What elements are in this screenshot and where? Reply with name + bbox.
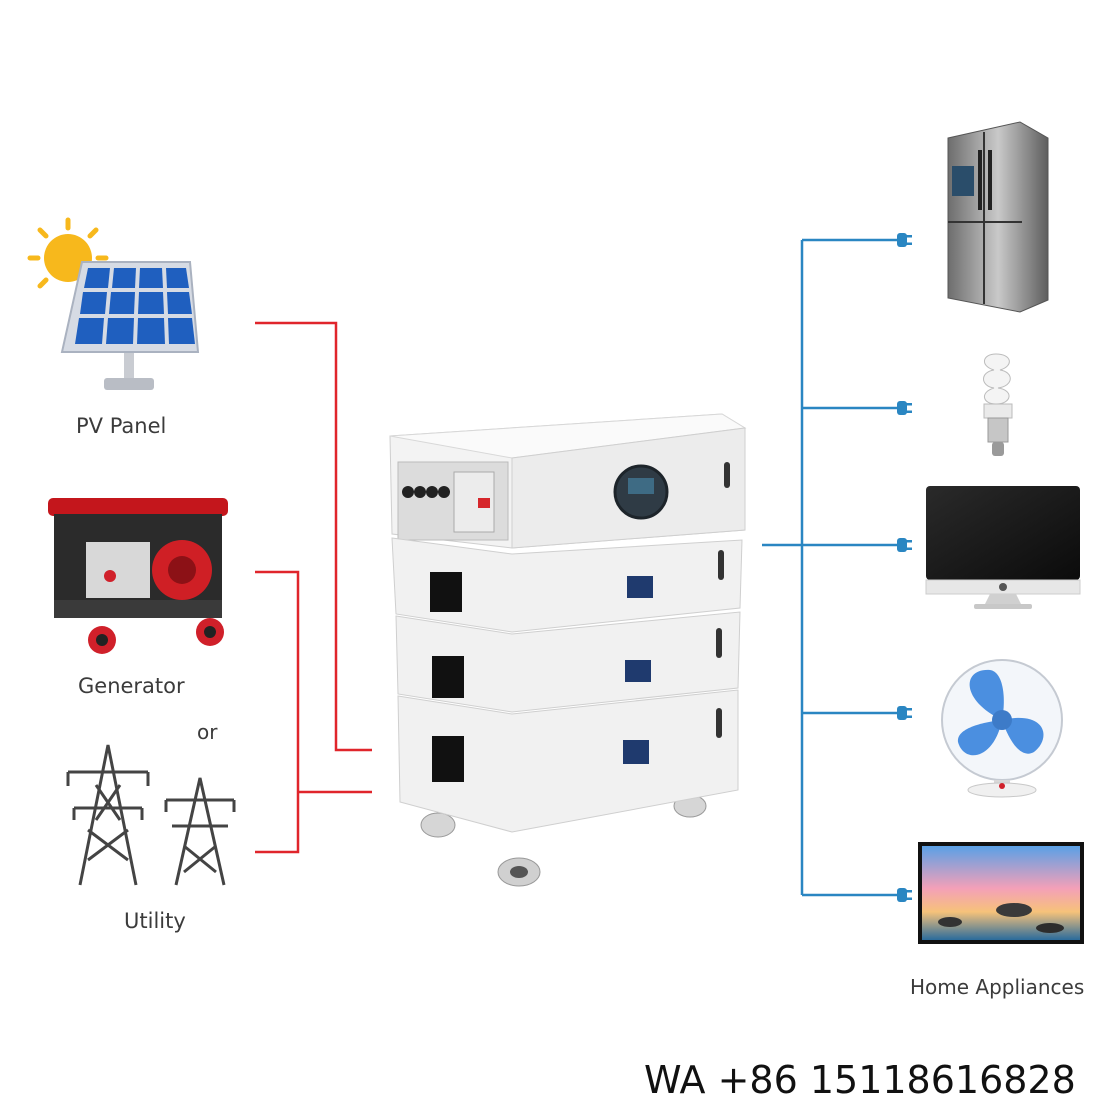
refrigerator-icon — [947, 121, 1049, 313]
battery-module — [395, 611, 741, 713]
fan-icon — [941, 659, 1063, 798]
tower-large — [66, 744, 150, 886]
energy-storage-cabinet — [389, 413, 747, 887]
plug-icon — [897, 233, 912, 247]
generator-label: Generator — [78, 674, 185, 698]
home-appliances-label: Home Appliances — [910, 975, 1085, 999]
battery-module — [397, 689, 739, 833]
tv-icon — [918, 842, 1084, 944]
utility-label: Utility — [124, 909, 186, 933]
light-bulb-icon — [983, 353, 1013, 456]
generator-icon — [48, 498, 228, 654]
plug-icons — [897, 233, 912, 902]
utility-tower-icon — [66, 744, 236, 886]
monitor-icon — [925, 486, 1081, 609]
output-wires — [762, 238, 898, 897]
plug-icon — [897, 888, 912, 902]
plug-icon — [897, 401, 912, 415]
input-wires — [255, 321, 372, 854]
solar-panel-icon — [27, 217, 200, 390]
pv-panel-label: PV Panel — [76, 414, 167, 438]
plug-icon — [897, 706, 912, 720]
or-label: or — [197, 720, 218, 744]
generator-wire — [255, 570, 300, 854]
battery-module — [391, 537, 743, 633]
pv-wire — [255, 321, 372, 752]
tower-small — [164, 777, 236, 886]
plug-icon — [897, 538, 912, 552]
contact-number: WA +86 15118616828 — [644, 1058, 1076, 1102]
